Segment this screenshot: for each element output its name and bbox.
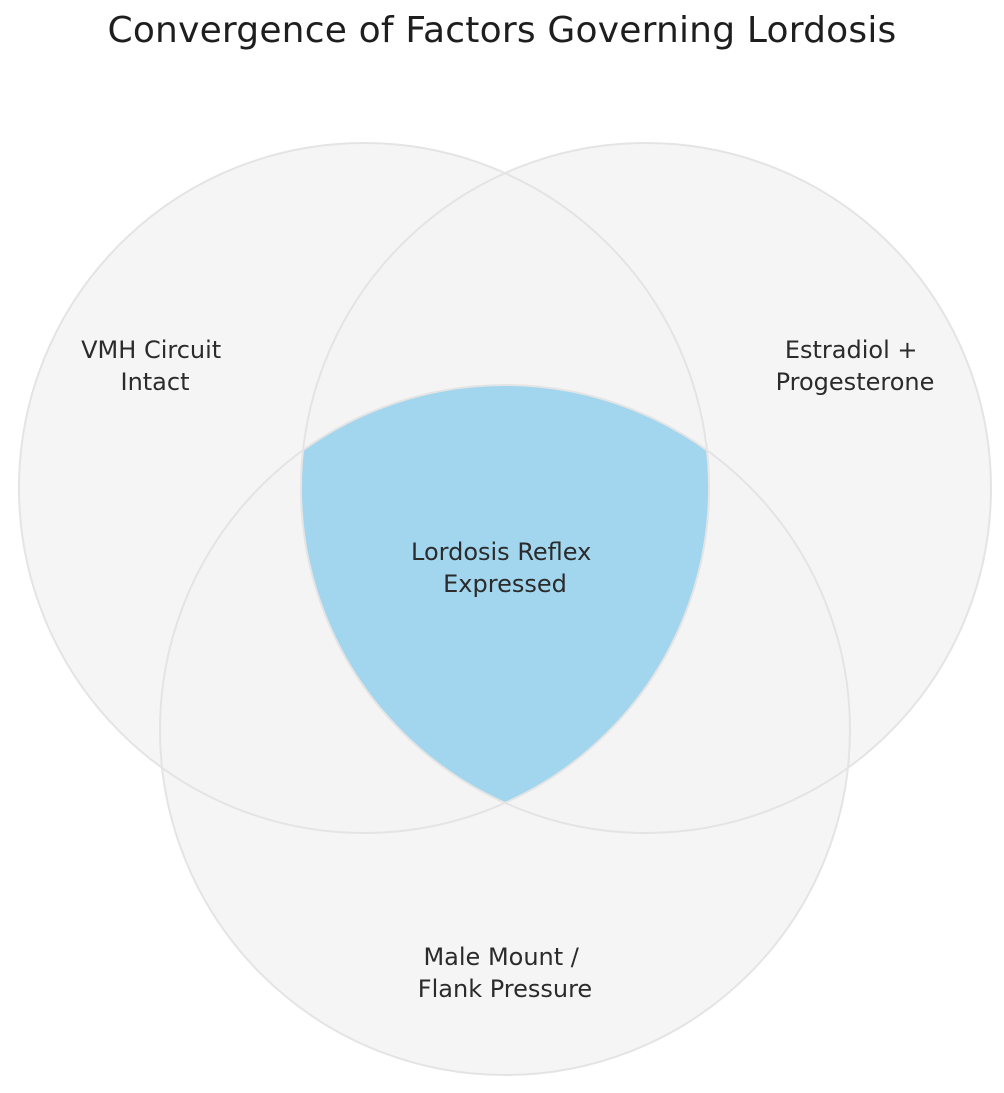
diagram-title: Convergence of Factors Governing Lordosi… bbox=[107, 10, 897, 51]
set-outline-hormones bbox=[300, 142, 992, 834]
set-label-hormones-line1: Estradiol + bbox=[785, 336, 918, 364]
set-label-vmh-line1: VMH Circuit bbox=[81, 336, 221, 364]
set-label-stimulus: Male Mount / Flank Pressure bbox=[418, 943, 592, 1003]
set-label-vmh: VMH Circuit Intact bbox=[81, 336, 229, 396]
set-outline-vmh bbox=[18, 142, 710, 834]
intersection-label: Lordosis Reflex Expressed bbox=[411, 538, 599, 598]
set-label-vmh-line2: Intact bbox=[120, 368, 189, 396]
intersection-label-line2: Expressed bbox=[443, 570, 567, 598]
intersection-region bbox=[301, 385, 709, 833]
set-label-hormones: Estradiol + Progesterone bbox=[776, 336, 935, 396]
set-label-hormones-line2: Progesterone bbox=[776, 368, 935, 396]
set-label-stimulus-line2: Flank Pressure bbox=[418, 975, 592, 1003]
intersection-label-line1: Lordosis Reflex bbox=[411, 538, 591, 566]
set-label-stimulus-line1: Male Mount / bbox=[423, 943, 579, 971]
set-outline-stimulus bbox=[159, 384, 851, 1076]
